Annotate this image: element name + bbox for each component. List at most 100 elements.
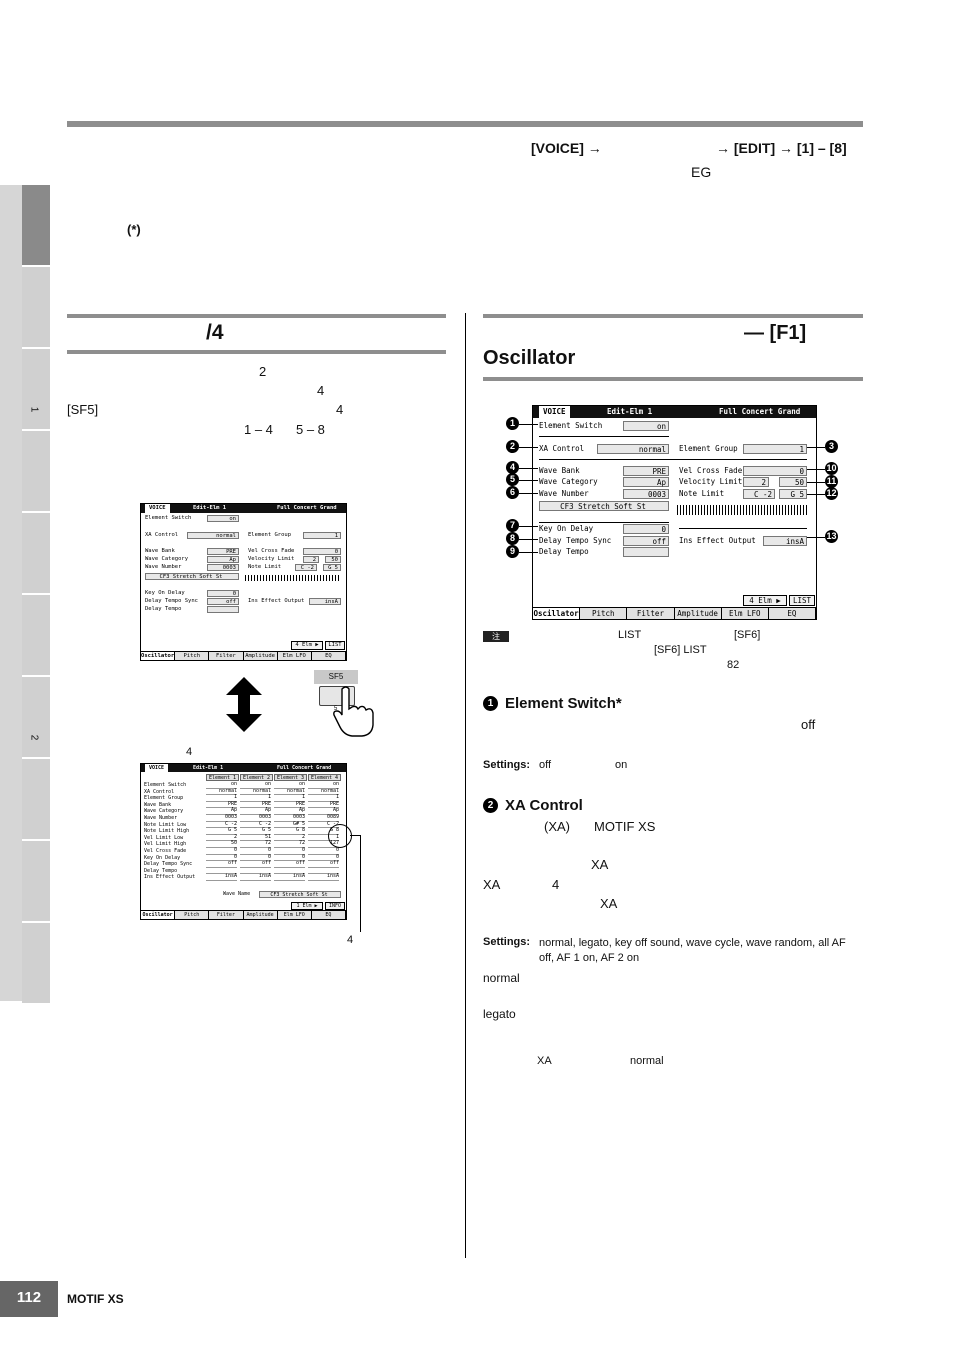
tab-pitch[interactable]: Pitch (175, 652, 210, 660)
wave-number-field[interactable]: 0003 (623, 489, 669, 499)
tab-eq[interactable]: EQ (311, 911, 346, 919)
side-tab[interactable] (22, 677, 50, 759)
velocity-hi-field[interactable]: 50 (325, 556, 341, 563)
list-button[interactable]: LIST (789, 595, 815, 606)
grid-cell[interactable]: 50 (206, 841, 237, 848)
element-group-field[interactable]: 1 (743, 444, 807, 454)
vel-cross-fade-field[interactable]: 0 (743, 466, 807, 476)
grid-cell[interactable]: 0 (240, 847, 271, 855)
grid-cell[interactable]: 0003 (206, 814, 237, 822)
side-tab[interactable] (22, 923, 50, 1005)
velocity-lo-field[interactable]: 2 (303, 556, 319, 563)
tab-pitch[interactable]: Pitch (580, 608, 628, 619)
velocity-hi-field[interactable]: 50 (779, 477, 807, 487)
grid-cell[interactable]: PRE (240, 801, 271, 809)
wave-bank-field[interactable]: PRE (623, 466, 669, 476)
info-button[interactable]: INFO (325, 902, 345, 910)
side-tab[interactable] (22, 595, 50, 677)
grid-cell[interactable]: 0 (206, 854, 237, 862)
delay-tempo-field[interactable] (207, 606, 239, 613)
grid-cell[interactable]: off (274, 861, 305, 868)
element-switch-field[interactable]: on (623, 421, 669, 431)
element-group-field[interactable]: 1 (303, 532, 341, 539)
grid-cell[interactable]: 2 (274, 834, 305, 842)
tab-oscillator[interactable]: Oscillator (533, 608, 581, 619)
element-switch-field[interactable]: on (207, 515, 239, 522)
grid-cell[interactable]: G 5 (206, 828, 237, 835)
grid-cell[interactable]: 2 (206, 834, 237, 842)
tab-oscillator[interactable]: Oscillator (141, 652, 176, 660)
grid-cell[interactable]: insA (274, 874, 305, 881)
grid-cell[interactable]: G# 5 (274, 821, 305, 829)
note-hi-field[interactable]: G 5 (323, 564, 341, 571)
tab-eq[interactable]: EQ (311, 652, 346, 660)
grid-cell[interactable]: insA (206, 874, 237, 881)
tab-filter[interactable]: Filter (209, 652, 244, 660)
element-column-header[interactable]: Element 3 (274, 774, 307, 781)
tab-elm-lfo[interactable]: Elm LFO (721, 608, 769, 619)
tab-filter[interactable]: Filter (627, 608, 675, 619)
tab-elm-lfo[interactable]: Elm LFO (277, 652, 312, 660)
grid-cell[interactable]: 0089 (308, 814, 339, 822)
one-elm-button[interactable]: 1 Elm ▶ (291, 902, 323, 910)
side-tab[interactable] (22, 267, 50, 349)
grid-cell[interactable]: C -2 (308, 821, 339, 829)
delay-tempo-sync-field[interactable]: off (207, 598, 239, 605)
four-elm-button[interactable]: 4 Elm ▶ (743, 595, 787, 606)
delay-tempo-sync-field[interactable]: off (623, 536, 669, 546)
grid-cell[interactable]: normal (274, 788, 305, 796)
grid-cell[interactable]: 1 (274, 795, 305, 802)
grid-cell[interactable]: on (308, 781, 339, 789)
delay-tempo-field[interactable] (623, 547, 669, 557)
grid-cell[interactable]: 1 (308, 795, 339, 802)
side-tab-active[interactable] (22, 185, 50, 267)
side-tab[interactable] (22, 513, 50, 595)
grid-cell[interactable]: C -2 (206, 821, 237, 829)
grid-cell[interactable]: on (274, 781, 305, 789)
wave-number-field[interactable]: 0003 (207, 564, 239, 571)
tab-elm-lfo[interactable]: Elm LFO (277, 911, 312, 919)
grid-cell[interactable]: 0 (274, 854, 305, 862)
note-hi-field[interactable]: G 5 (779, 489, 807, 499)
grid-cell[interactable]: 51 (240, 834, 271, 842)
tab-filter[interactable]: Filter (209, 911, 244, 919)
grid-cell[interactable] (206, 868, 237, 875)
grid-cell[interactable]: insA (308, 874, 339, 881)
grid-cell[interactable]: Ap (308, 808, 339, 815)
grid-cell[interactable]: 0 (206, 847, 237, 855)
grid-cell[interactable]: on (240, 781, 271, 789)
grid-cell[interactable]: 1 (206, 795, 237, 802)
grid-cell[interactable]: normal (206, 788, 237, 796)
vel-cross-fade-field[interactable]: 0 (303, 548, 341, 555)
wave-bank-field[interactable]: PRE (207, 548, 239, 555)
grid-cell[interactable]: insA (240, 874, 271, 881)
grid-cell[interactable]: normal (308, 788, 339, 796)
grid-cell[interactable]: 72 (240, 841, 271, 848)
tab-amplitude[interactable]: Amplitude (674, 608, 722, 619)
key-on-delay-field[interactable]: 0 (623, 524, 669, 534)
side-tab[interactable] (22, 431, 50, 513)
grid-cell[interactable]: 0003 (274, 814, 305, 822)
grid-cell[interactable] (240, 868, 271, 875)
wave-category-field[interactable]: Ap (207, 556, 239, 563)
tab-oscillator[interactable]: Oscillator (141, 911, 176, 919)
grid-cell[interactable]: Ap (274, 808, 305, 815)
note-lo-field[interactable]: C -2 (743, 489, 775, 499)
side-tab[interactable] (22, 349, 50, 431)
grid-cell[interactable]: off (206, 861, 237, 868)
tab-pitch[interactable]: Pitch (175, 911, 210, 919)
xa-control-field[interactable]: normal (597, 444, 669, 454)
four-elm-button[interactable]: 4 Elm ▶ (291, 641, 323, 650)
grid-cell[interactable]: off (308, 861, 339, 868)
grid-cell[interactable]: 0 (308, 847, 339, 855)
grid-cell[interactable]: 0 (240, 854, 271, 862)
element-column-header[interactable]: Element 2 (240, 774, 273, 781)
grid-cell[interactable]: off (240, 861, 271, 868)
list-button[interactable]: LIST (325, 641, 345, 650)
side-tab[interactable] (22, 841, 50, 923)
grid-cell[interactable]: G 5 (240, 828, 271, 835)
grid-cell[interactable]: normal (240, 788, 271, 796)
side-tab[interactable] (22, 759, 50, 841)
ins-effect-output-field[interactable]: insA (309, 598, 341, 605)
grid-cell[interactable]: PRE (308, 801, 339, 809)
